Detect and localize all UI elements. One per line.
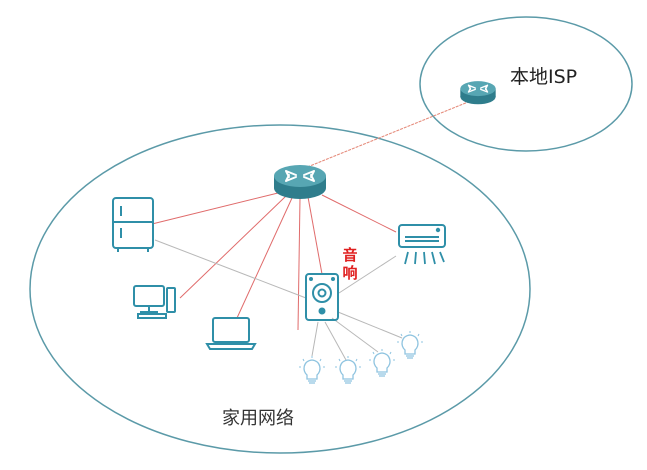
speaker-label: 音响 (342, 246, 358, 282)
light-bulb-icon (368, 348, 396, 377)
fridge-icon (112, 197, 154, 252)
air-conditioner-icon (398, 224, 446, 265)
isp-label: 本地ISP (510, 66, 578, 88)
uplink-line (299, 97, 479, 171)
router-links (151, 192, 397, 331)
home-network-boundary (29, 124, 531, 454)
light-bulb-icon (396, 330, 424, 359)
light-bulb-icon (334, 355, 362, 384)
home-network-label: 家用网络 (222, 408, 294, 429)
light-bulb-icon (298, 355, 326, 384)
speaker-links (154, 239, 403, 361)
home-router-icon (273, 164, 327, 200)
laptop-icon (205, 317, 257, 350)
speaker-icon (305, 273, 339, 321)
isp-boundary (419, 16, 633, 152)
desktop-pc-icon (133, 285, 176, 319)
isp-router-icon (459, 80, 497, 105)
